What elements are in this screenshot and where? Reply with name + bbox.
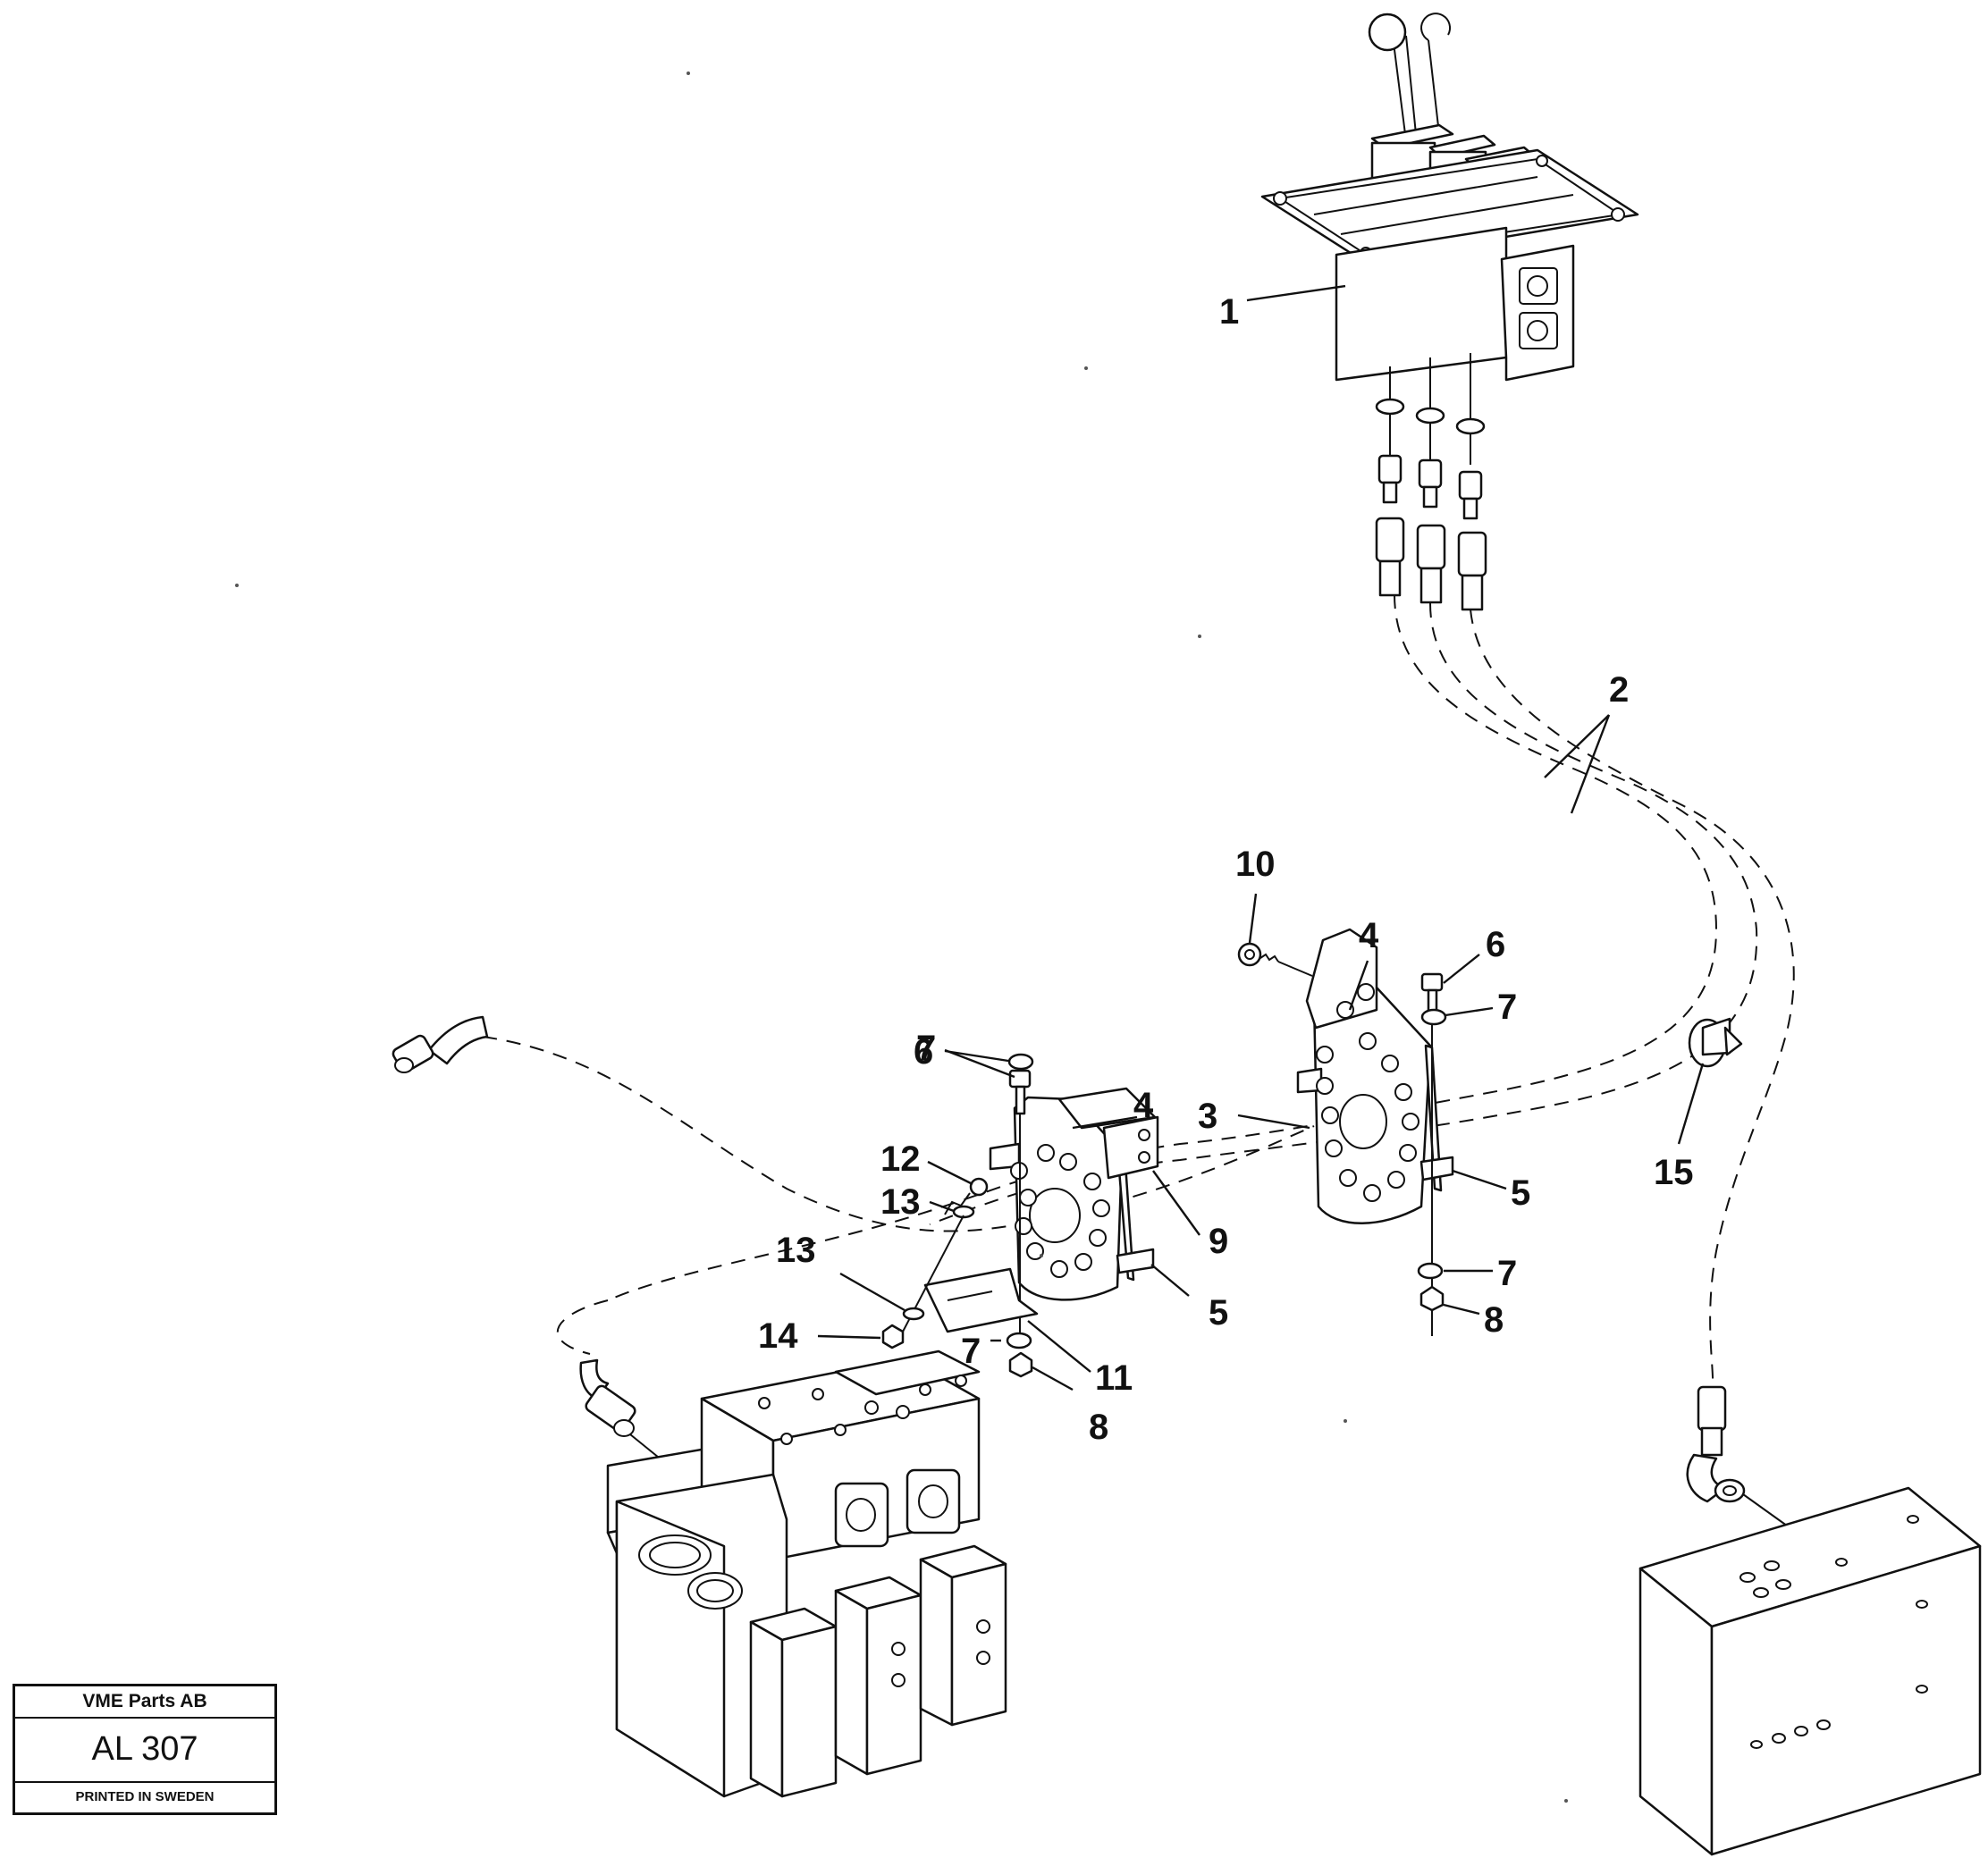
callout-12: 12 (880, 1139, 921, 1179)
hose-fitting-right (1686, 1385, 1798, 1534)
hose-nipples (1377, 454, 1483, 520)
callout-7-left-top: 7 (916, 1029, 936, 1068)
callout-15: 15 (1654, 1153, 1694, 1192)
callout-1: 1 (1219, 292, 1239, 332)
small-fasteners (881, 1177, 989, 1349)
hose-end-fittings (1375, 517, 1487, 611)
valve-spool-caps (749, 1544, 1007, 1798)
bracket-plate-11 (923, 1267, 1039, 1333)
callout-7-right-top: 7 (1497, 988, 1517, 1027)
hose-clamp-15 (1688, 1017, 1743, 1068)
callout-5-right: 5 (1511, 1173, 1530, 1213)
callout-8-left: 8 (1089, 1408, 1108, 1447)
callout-14: 14 (758, 1316, 798, 1356)
title-block: VME Parts AB AL 307 PRINTED IN SWEDEN (13, 1684, 277, 1815)
printed-in-label: PRINTED IN SWEDEN (75, 1789, 215, 1804)
hose-fitting-upper-left (392, 1015, 489, 1073)
callout-5-left: 5 (1209, 1293, 1228, 1333)
callout-4-left: 4 (1133, 1086, 1154, 1125)
valve-body (1335, 226, 1575, 382)
hose-fitting-lower-left (579, 1358, 678, 1474)
callout-13-lower: 13 (776, 1231, 816, 1270)
callout-11: 11 (1095, 1358, 1133, 1398)
scan-specks (235, 71, 1568, 1803)
callout-2: 2 (1609, 670, 1629, 710)
company-name: VME Parts AB (15, 1686, 274, 1719)
callout-8-right: 8 (1484, 1300, 1504, 1340)
callout-13-upper: 13 (880, 1182, 921, 1222)
valve-block-ports (758, 1375, 967, 1445)
control-valve-assembly (1260, 13, 1639, 611)
secondary-valve-block (1638, 1486, 1982, 1856)
port-washers (1375, 398, 1486, 435)
drawing-code: AL 307 (15, 1717, 274, 1783)
washers (1006, 1008, 1447, 1349)
callout-6-right: 6 (1486, 925, 1505, 964)
control-levers (1368, 13, 1451, 135)
callout-7-left-bottom: 7 (961, 1332, 981, 1371)
main-control-valve (606, 1349, 1007, 1798)
callout-3: 3 (1198, 1097, 1217, 1136)
screw-10 (1237, 942, 1313, 977)
callout-10: 10 (1235, 845, 1276, 884)
nuts (1008, 1285, 1445, 1378)
callout-7-right-bottom: 7 (1497, 1254, 1517, 1293)
bracket-right-holes (1316, 983, 1419, 1202)
callout-4-right: 4 (1359, 916, 1379, 955)
callout-9: 9 (1209, 1222, 1228, 1261)
screw-right (1420, 972, 1444, 1336)
callout-6-left: 6 (914, 1032, 933, 1072)
callout-labels: 1 2 10 4 6 7 6 7 3 4 5 12 13 9 13 7 5 8 … (758, 292, 1694, 1447)
leader-lines (817, 284, 1705, 1391)
